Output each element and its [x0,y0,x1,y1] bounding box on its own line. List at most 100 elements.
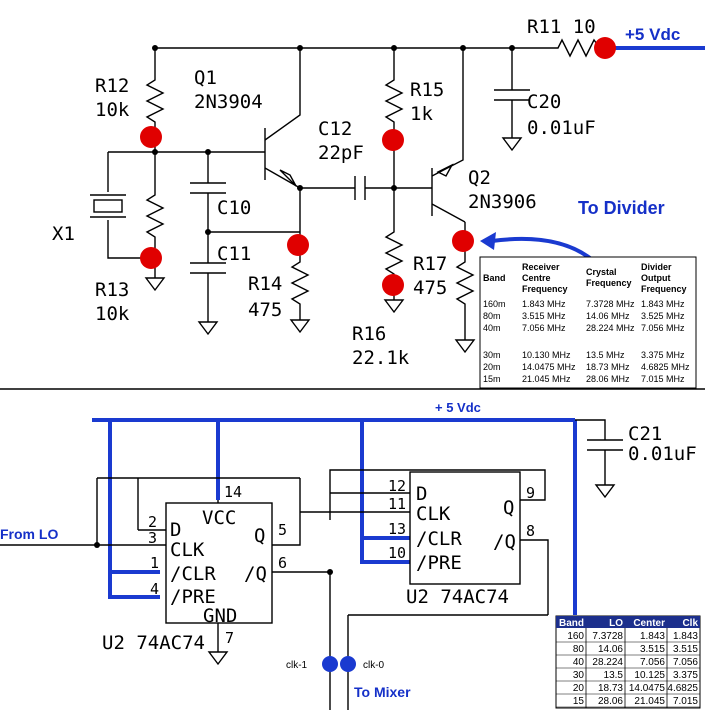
clk-cell-0-2: 1.843 [640,631,665,642]
freq-cell-0-0: 160m [483,299,506,309]
clk-header-1: LO [609,618,623,629]
clk-header-2: Center [633,618,665,629]
clk-cell-5-3: 7.015 [673,696,698,707]
u2a-chip [165,502,273,624]
c11-label: C11 [217,243,251,265]
u2a-num-6: 6 [278,554,287,572]
u2b-name: U2 74AC74 [406,586,509,608]
clk-cell-5-0: 15 [573,696,585,707]
clk-header-3: Clk [682,618,698,629]
r11-label: R11 10 [527,16,596,38]
u2a-num-5: 5 [278,521,287,539]
c20-value: 0.01uF [527,117,596,139]
probe-point-r12 [140,126,162,148]
clk-cell-1-1: 14.06 [598,644,623,655]
freq-cell-3-2: 13.5 MHz [586,350,625,360]
supply-label-bottom: + 5 Vdc [435,400,481,415]
svg-text:Centre: Centre [522,273,551,283]
u2b-pin-clr: /CLR [416,528,462,550]
clk-cell-4-0: 20 [573,683,585,694]
r17-name: R17 [413,253,447,275]
c12-value: 22pF [318,142,364,164]
u2a-pin-pre: /PRE [170,586,216,608]
to-mixer-label: To Mixer [354,684,411,700]
r15-name: R15 [410,79,444,101]
u2a-pin-q: Q [254,525,265,547]
clk-cell-1-3: 3.515 [673,644,698,655]
r15-value: 1k [410,103,433,125]
u2b-num-11: 11 [388,495,406,513]
u2b-num-9: 9 [526,484,535,502]
c10-label: C10 [217,197,251,219]
freq-header-divider: Divider [641,262,672,272]
from-lo-label: From LO [0,526,58,542]
u2a-pin-nq: /Q [244,563,267,585]
clk-cell-1-0: 80 [573,644,585,655]
svg-text:Frequency: Frequency [641,284,687,294]
u2a-vcc: VCC [202,507,236,529]
r17-value: 475 [413,277,447,299]
probe-point-r13 [140,247,162,269]
u2a-pin-d: D [170,519,181,541]
r14-name: R14 [248,273,282,295]
clk-cell-3-0: 30 [573,670,585,681]
u2b-pin-pre: /PRE [416,552,462,574]
u2b-num-13: 13 [388,520,406,538]
freq-cell-3-1: 10.130 MHz [522,350,571,360]
clk-cell-2-1: 28.224 [592,657,623,668]
u2a-num-1: 1 [150,554,159,572]
u2a-gnd: GND [203,605,237,627]
clk-cell-0-0: 160 [567,631,584,642]
u2b-num-10: 10 [388,544,406,562]
r13-name: R13 [95,279,129,301]
r13-value: 10k [95,303,130,325]
u2a-pin-clk: CLK [170,539,205,561]
freq-cell-1-1: 3.515 MHz [522,311,566,321]
probe-point-r15 [382,129,404,151]
u2b-pin-d: D [416,483,427,505]
probe-point-r11 [594,37,616,59]
clk-header-0: Band [559,618,584,629]
probe-point-r14 [287,234,309,256]
clk-cell-5-2: 21.045 [634,696,665,707]
q1-part: 2N3904 [194,91,263,113]
freq-cell-3-3: 3.375 MHz [641,350,685,360]
divider-arrow [491,236,597,264]
u2a-pin-clr: /CLR [170,563,216,585]
r16-name: R16 [352,323,386,345]
frequency-table: Band Receiver Centre Frequency Crystal F… [479,256,697,389]
svg-text:Frequency: Frequency [586,278,632,288]
freq-cell-2-3: 7.056 MHz [641,323,685,333]
r12-value: 10k [95,99,130,121]
freq-cell-5-0: 15m [483,374,501,384]
u2a-num-2: 2 [148,513,157,531]
freq-cell-1-0: 80m [483,311,501,321]
u2b-pin-q: Q [503,497,514,519]
clk-cell-5-1: 28.06 [598,696,623,707]
freq-cell-3-0: 30m [483,350,501,360]
x1-label: X1 [52,223,75,245]
clk-cell-2-2: 7.056 [640,657,665,668]
clk-cell-1-2: 3.515 [640,644,665,655]
freq-cell-4-3: 4.6825 MHz [641,362,690,372]
u2b-num-12: 12 [388,477,406,495]
clk-0-label: clk-0 [363,660,385,671]
freq-header-band: Band [483,273,506,283]
freq-cell-0-2: 7.3728 MHz [586,299,635,309]
u2b-num-8: 8 [526,522,535,540]
freq-header-crystal: Crystal [586,267,617,277]
freq-cell-2-0: 40m [483,323,501,333]
u2b-pin-nq: /Q [493,531,516,553]
u2a-num-3: 3 [148,529,157,547]
c21-value: 0.01uF [628,443,697,465]
clk-cell-3-3: 3.375 [673,670,698,681]
svg-text:Output: Output [641,273,671,283]
u2a-num-4: 4 [150,580,159,598]
to-divider-label: To Divider [578,198,665,218]
r16-value: 22.1k [352,347,410,369]
